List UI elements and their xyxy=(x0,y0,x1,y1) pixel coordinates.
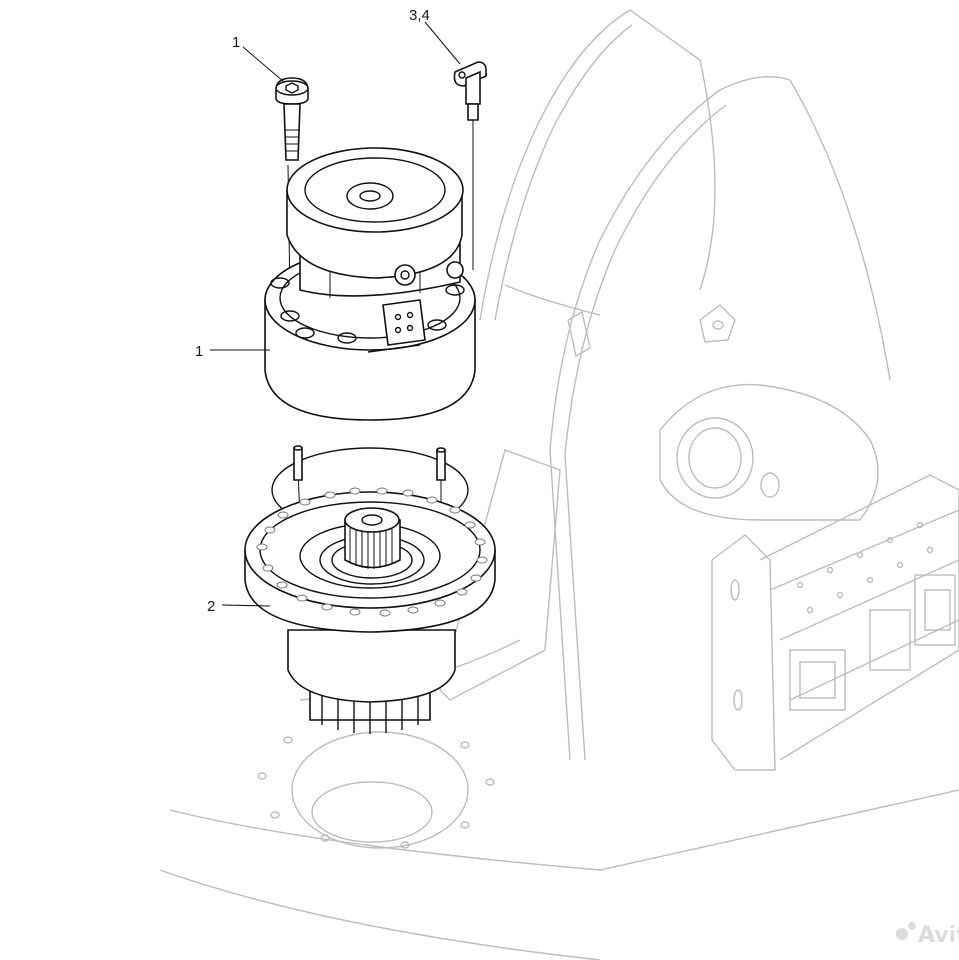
watermark-logo-icon xyxy=(896,928,908,940)
motor-part xyxy=(264,147,476,421)
callout-bolt: 1 xyxy=(232,34,240,51)
callout-fitting: 3,4 xyxy=(409,7,430,24)
leader-gearbox xyxy=(221,604,271,607)
callout-motor: 1 xyxy=(195,343,203,360)
fitting-part xyxy=(453,61,487,121)
bolt-part xyxy=(275,77,309,161)
gearbox-part xyxy=(244,445,496,734)
watermark: Avito xyxy=(896,922,959,948)
leader-bolt xyxy=(242,46,285,83)
watermark-text: Avito xyxy=(918,923,959,948)
leader-fitting xyxy=(424,21,461,65)
callout-gearbox: 2 xyxy=(207,598,215,615)
deck-holes xyxy=(796,521,934,614)
leader-lines xyxy=(210,21,461,607)
machine-frame xyxy=(159,9,959,960)
base-bolt-holes xyxy=(257,736,495,849)
flange-holes xyxy=(256,487,488,617)
